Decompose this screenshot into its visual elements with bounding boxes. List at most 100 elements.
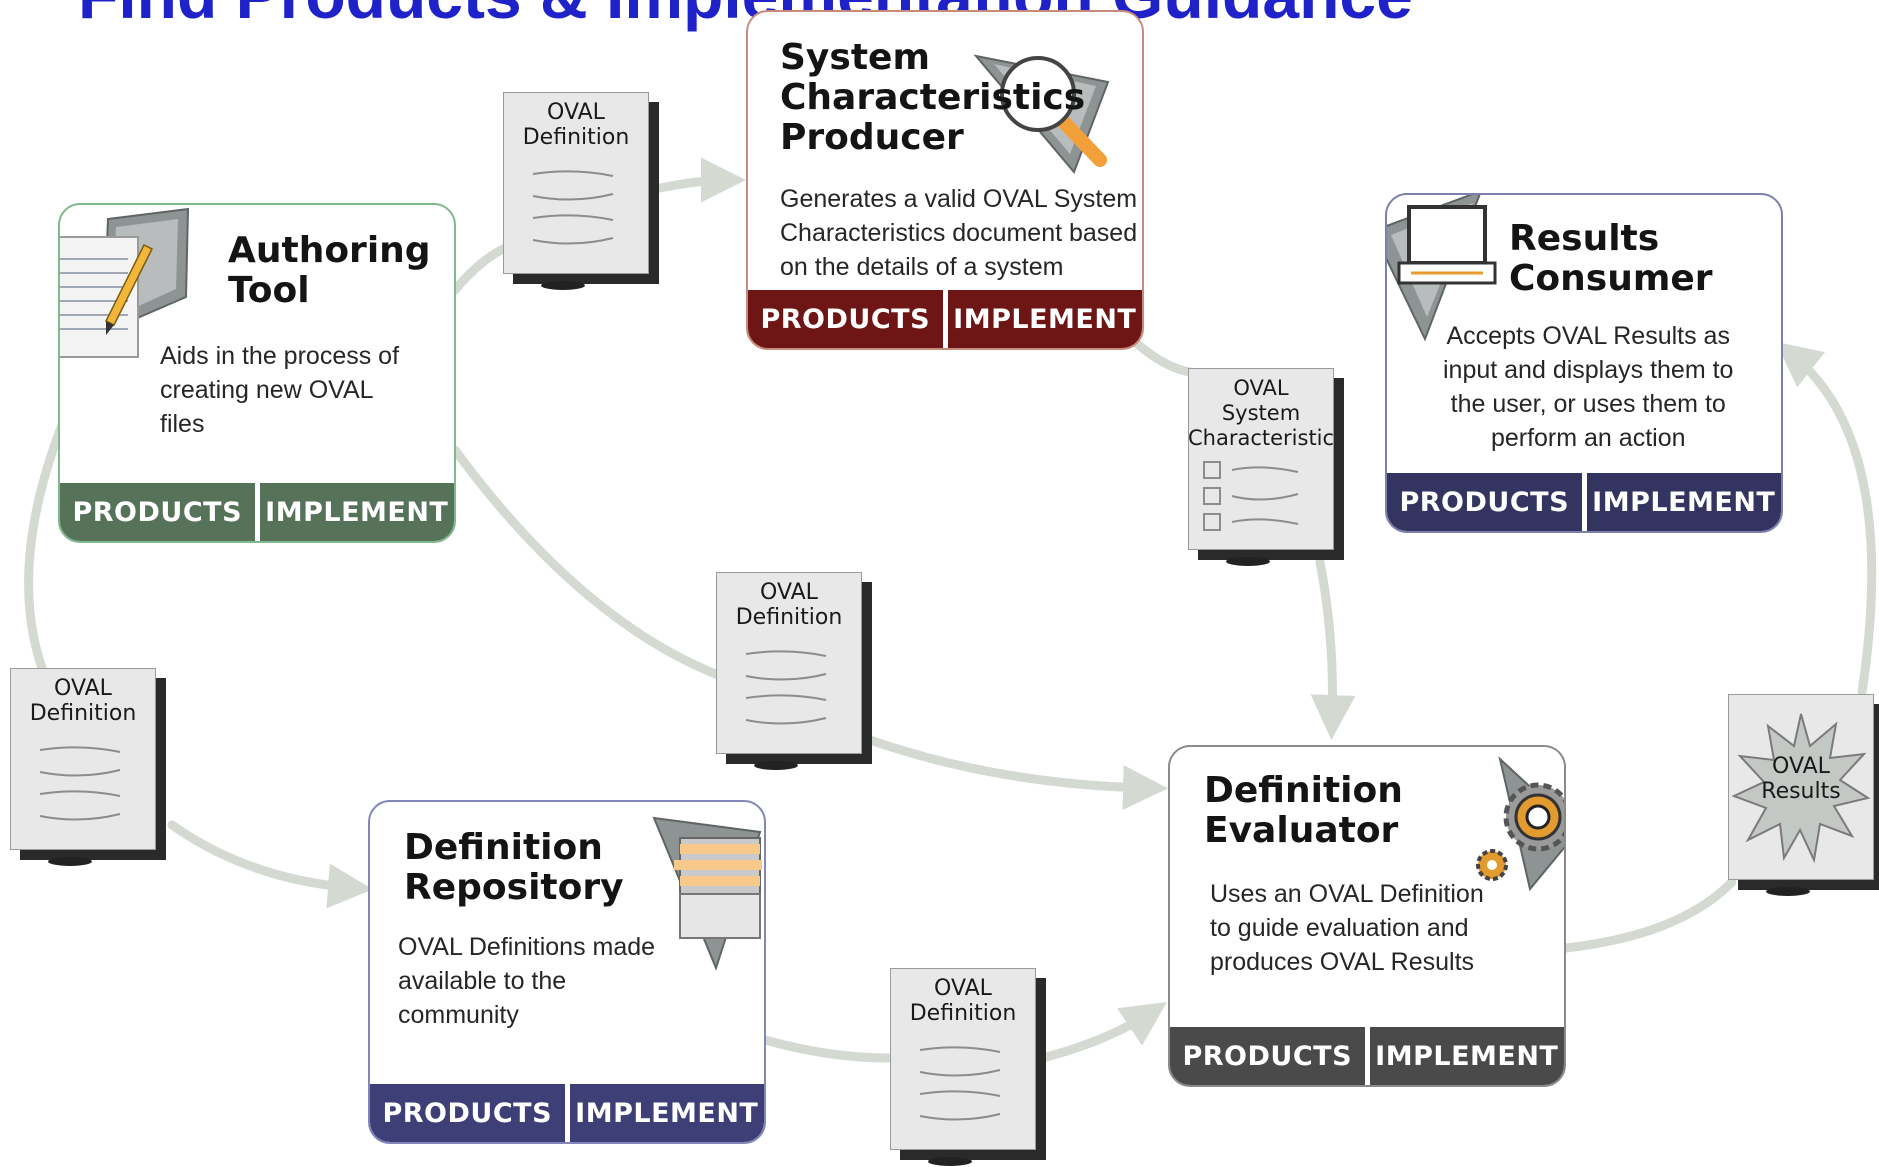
products-button[interactable]: PRODUCTS: [382, 1097, 553, 1129]
desc-line: Uses an OVAL Definition: [1210, 880, 1484, 908]
magnifier-icon: [972, 42, 1132, 197]
document-label-line: OVAL: [54, 676, 112, 701]
connector-evaluator-to-results: [1561, 877, 1737, 953]
connector-authoring-to-def-left: [24, 400, 75, 673]
document-label-line: OVAL: [760, 580, 818, 605]
document-label: OVAL Results: [1728, 754, 1874, 804]
oval-definition-document: OVAL Definition: [890, 968, 1046, 1166]
products-button[interactable]: PRODUCTS: [760, 303, 931, 335]
connector-authoring-to-def-center: [450, 445, 723, 680]
desc-line: on the details of a system: [780, 253, 1064, 281]
title-line: Results: [1509, 218, 1660, 259]
desc-line: Accepts OVAL Results as: [1446, 322, 1730, 350]
products-button[interactable]: PRODUCTS: [1399, 486, 1570, 518]
text-lines-icon: [919, 1046, 1001, 1121]
connector-def-top-to-sc-producer: [655, 157, 746, 203]
card-description: Generates a valid OVAL System Characteri…: [780, 182, 1137, 284]
text-lines-icon: [745, 650, 827, 725]
checklist-icon: [1203, 461, 1299, 531]
implement-button[interactable]: IMPLEMENT: [942, 290, 1143, 348]
page-title: Find Products & Implementation Guidance: [78, 0, 1413, 28]
card-footer: PRODUCTS IMPLEMENT: [748, 290, 1142, 348]
card-description: Uses an OVAL Definition to guide evaluat…: [1210, 877, 1484, 979]
title-line: Definition: [1204, 770, 1403, 811]
card-footer: PRODUCTS IMPLEMENT: [370, 1084, 764, 1142]
document-label: OVAL System Characteristic: [1188, 376, 1334, 451]
document-label-line: OVAL: [1772, 754, 1830, 779]
oval-results-document: OVAL Results: [1728, 694, 1879, 896]
implement-button[interactable]: IMPLEMENT: [564, 1084, 765, 1142]
document-label-line: Characteristic: [1188, 426, 1335, 450]
connector-authoring-to-def-top: [450, 243, 510, 295]
card-description: Accepts OVAL Results as input and displa…: [1443, 319, 1733, 455]
implement-button[interactable]: IMPLEMENT: [254, 483, 455, 541]
card-title: Definition Evaluator: [1204, 771, 1403, 851]
document-label-line: Results: [1761, 779, 1841, 804]
desc-line: produces OVAL Results: [1210, 948, 1475, 976]
oval-system-characteristic-document: OVAL System Characteristic: [1188, 368, 1344, 566]
document-label-line: OVAL: [934, 976, 992, 1001]
file-folder-icon: [650, 808, 764, 983]
card-description: Aids in the process of creating new OVAL…: [160, 339, 399, 441]
gears-icon: [1470, 755, 1564, 910]
implement-button[interactable]: IMPLEMENT: [1364, 1027, 1565, 1085]
title-line: Producer: [780, 117, 964, 158]
results-consumer-card: Results Consumer Accepts OVAL Results as…: [1385, 193, 1783, 533]
definition-repository-card: Definition Repository OVAL Definitions m…: [368, 800, 766, 1144]
products-button[interactable]: PRODUCTS: [1182, 1040, 1353, 1072]
title-line: Consumer: [1509, 258, 1713, 299]
desc-line: Aids in the process of: [160, 342, 400, 370]
text-lines-icon: [39, 746, 121, 821]
title-line: Characteristics: [780, 77, 1086, 118]
title-line: System: [780, 37, 930, 78]
title-line: Authoring: [228, 230, 431, 271]
card-title: System Characteristics Producer: [780, 38, 1085, 158]
document-label: OVAL Definition: [503, 100, 649, 150]
document-label-line: OVAL: [1233, 376, 1289, 400]
document-label: OVAL Definition: [10, 676, 156, 726]
card-title: Authoring Tool: [228, 231, 431, 311]
document-label-line: System: [1221, 401, 1301, 425]
products-button[interactable]: PRODUCTS: [72, 496, 243, 528]
document-label: OVAL Definition: [890, 976, 1036, 1026]
title-line: Definition: [404, 827, 603, 868]
definition-evaluator-card: Definition Evaluator Uses an OVAL Defini…: [1168, 745, 1566, 1087]
title-line: Evaluator: [1204, 810, 1399, 851]
card-footer: PRODUCTS IMPLEMENT: [1387, 473, 1781, 531]
connector-def-bottom-to-evaluator: [1038, 1002, 1167, 1063]
document-label-line: Definition: [522, 125, 630, 150]
document-label: OVAL Definition: [716, 580, 862, 630]
starburst-icon: [1731, 713, 1871, 864]
sc-producer-card: System Characteristics Producer Generate…: [746, 10, 1144, 350]
desc-line: files: [160, 410, 205, 438]
title-line: Tool: [228, 270, 310, 311]
oval-definition-document: OVAL Definition: [716, 572, 872, 770]
connector-syschar-to-evaluator: [1310, 557, 1356, 740]
connector-sc-producer-to-syschar: [1130, 337, 1195, 377]
desc-line: OVAL Definitions made: [398, 933, 656, 961]
document-label-line: OVAL: [547, 100, 605, 125]
desc-line: perform an action: [1490, 424, 1686, 452]
desc-line: to guide evaluation and: [1210, 914, 1469, 942]
desc-line: input and displays them to: [1443, 356, 1734, 384]
card-footer: PRODUCTS IMPLEMENT: [60, 483, 454, 541]
connector-def-center-to-evaluator: [865, 735, 1168, 810]
connector-repository-to-def-bottom: [760, 1035, 893, 1063]
laptop-icon: [1387, 195, 1509, 354]
implement-button[interactable]: IMPLEMENT: [1581, 473, 1782, 531]
text-lines-icon: [532, 170, 614, 245]
connector-results-to-consumer: [1775, 341, 1877, 697]
oval-definition-document: OVAL Definition: [10, 668, 166, 866]
document-pencil-icon: [60, 205, 208, 372]
document-label-line: Definition: [909, 1001, 1017, 1026]
document-label-line: Definition: [735, 605, 843, 630]
oval-definition-document: OVAL Definition: [503, 92, 659, 290]
document-label-line: Definition: [29, 701, 137, 726]
card-description: OVAL Definitions made available to the c…: [398, 930, 655, 1032]
card-title: Definition Repository: [404, 828, 624, 908]
desc-line: the user, or uses them to: [1450, 390, 1726, 418]
card-footer: PRODUCTS IMPLEMENT: [1170, 1027, 1564, 1085]
desc-line: available to the: [398, 967, 567, 995]
desc-line: Characteristics document based: [780, 219, 1138, 247]
